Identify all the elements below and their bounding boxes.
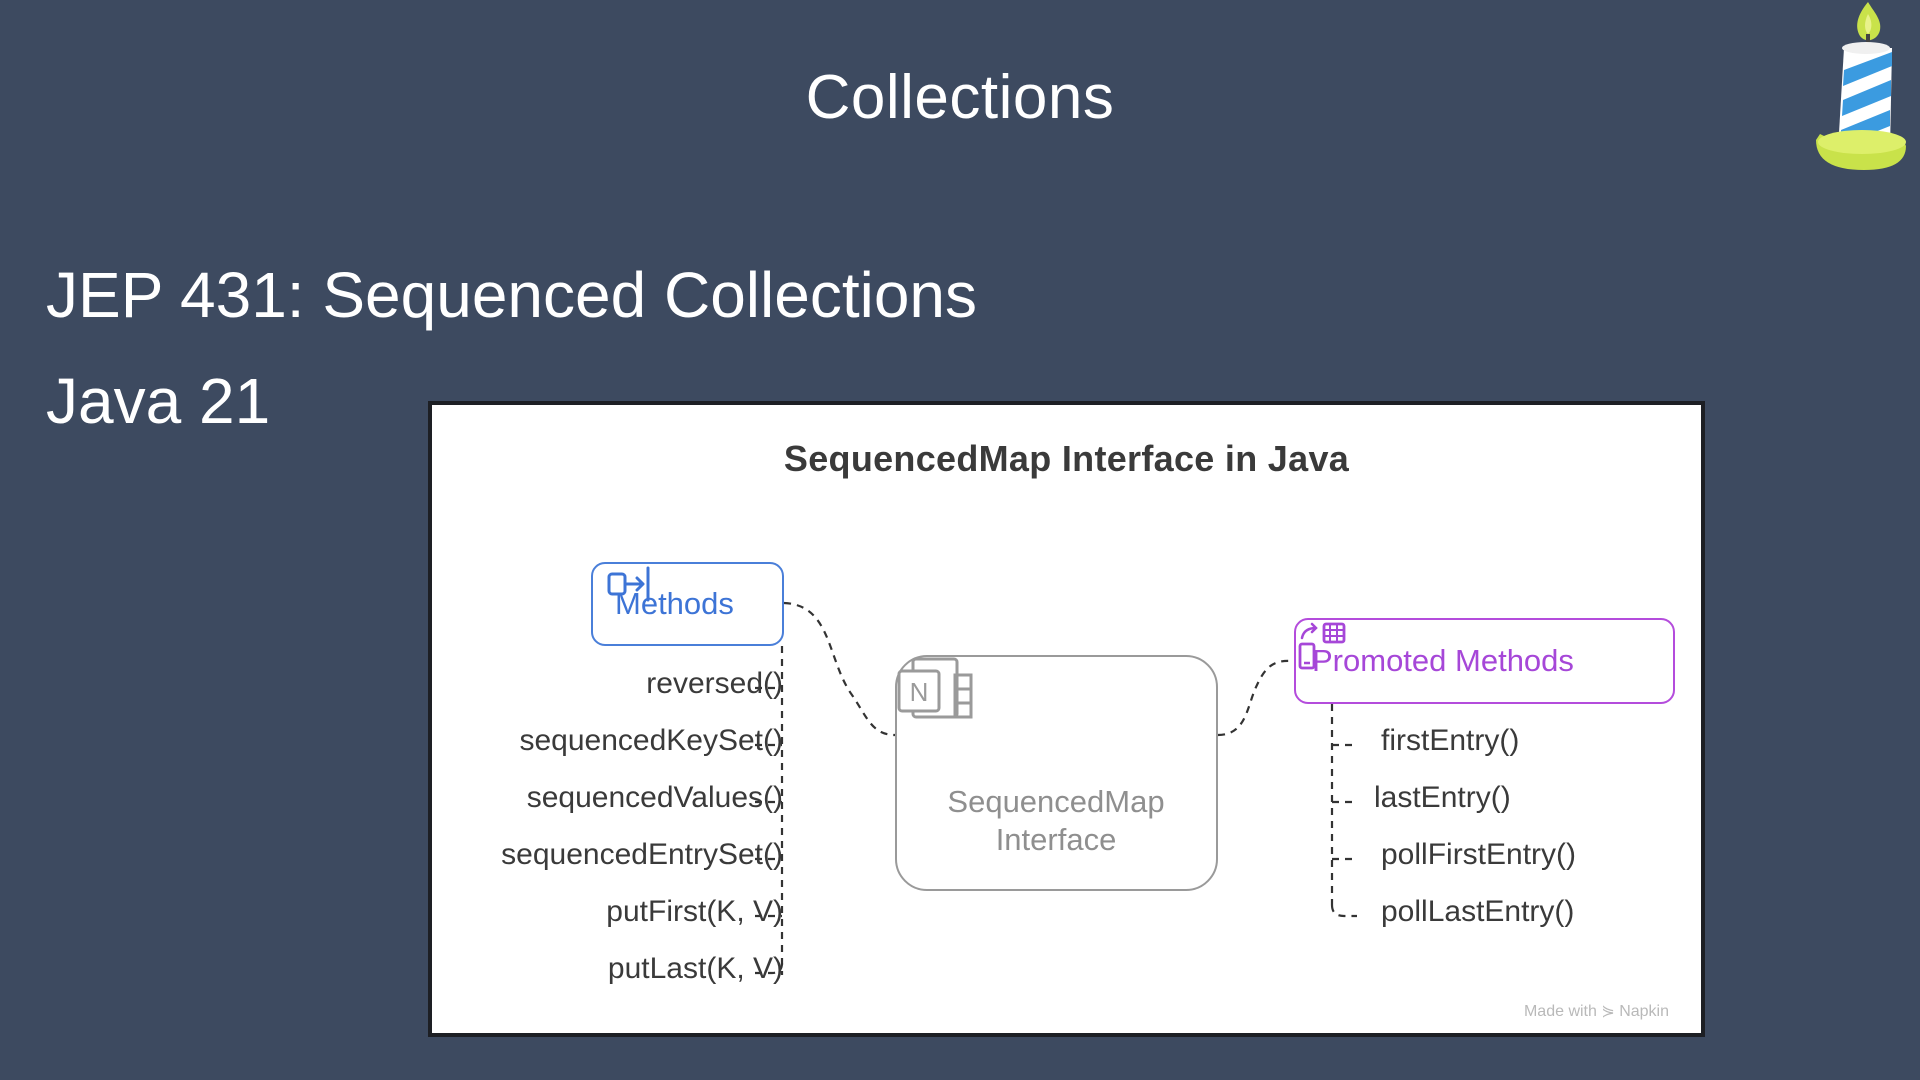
notion-icon: N (897, 657, 973, 719)
sequencedmap-label-line2: Interface (995, 822, 1117, 857)
diagram-frame: SequencedMap Interface in Java Methods N… (428, 401, 1705, 1037)
promoted-method-item: firstEntry() (1381, 724, 1520, 757)
method-item: sequencedValues() (526, 781, 783, 814)
methods-label: Methods (615, 586, 734, 621)
method-item: sequencedEntrySet() (501, 838, 783, 871)
diagram-title: SequencedMap Interface in Java (783, 438, 1350, 479)
sequencedmap-node: N SequencedMap Interface (895, 655, 1218, 891)
diagram-connectors (755, 601, 1357, 975)
promoted-methods-label: Promoted Methods (1312, 643, 1574, 678)
sequencedmap-label-line1: SequencedMap (947, 784, 1165, 819)
slide-subtitle-java: Java 21 (46, 365, 271, 437)
svg-text:N: N (910, 677, 929, 707)
slide-subtitle-jep: JEP 431: Sequenced Collections (46, 259, 977, 331)
sequencedmap-label: SequencedMap Interface (897, 783, 1215, 859)
promoted-methods-node: Promoted Methods (1294, 618, 1675, 704)
slide-title: Collections (805, 63, 1115, 132)
devices-swap-icon (1298, 622, 1346, 670)
method-item: reversed() (646, 667, 783, 700)
birthday-candle-icon (1816, 2, 1906, 170)
exit-arrow-icon (607, 566, 650, 602)
methods-node: Methods (591, 562, 784, 646)
promoted-method-item: pollFirstEntry() (1381, 838, 1577, 871)
method-item: putFirst(K, V) (606, 895, 783, 928)
connector-methods-center (783, 601, 896, 737)
method-item: sequencedKeySet() (519, 724, 784, 757)
promoted-method-item: lastEntry() (1374, 781, 1511, 814)
napkin-watermark: Made with ⋟ Napkin (1523, 1003, 1669, 1020)
promoted-method-item: pollLastEntry() (1381, 895, 1575, 928)
connector-center-promoted (1217, 659, 1295, 737)
method-item: putLast(K, V) (607, 952, 783, 985)
